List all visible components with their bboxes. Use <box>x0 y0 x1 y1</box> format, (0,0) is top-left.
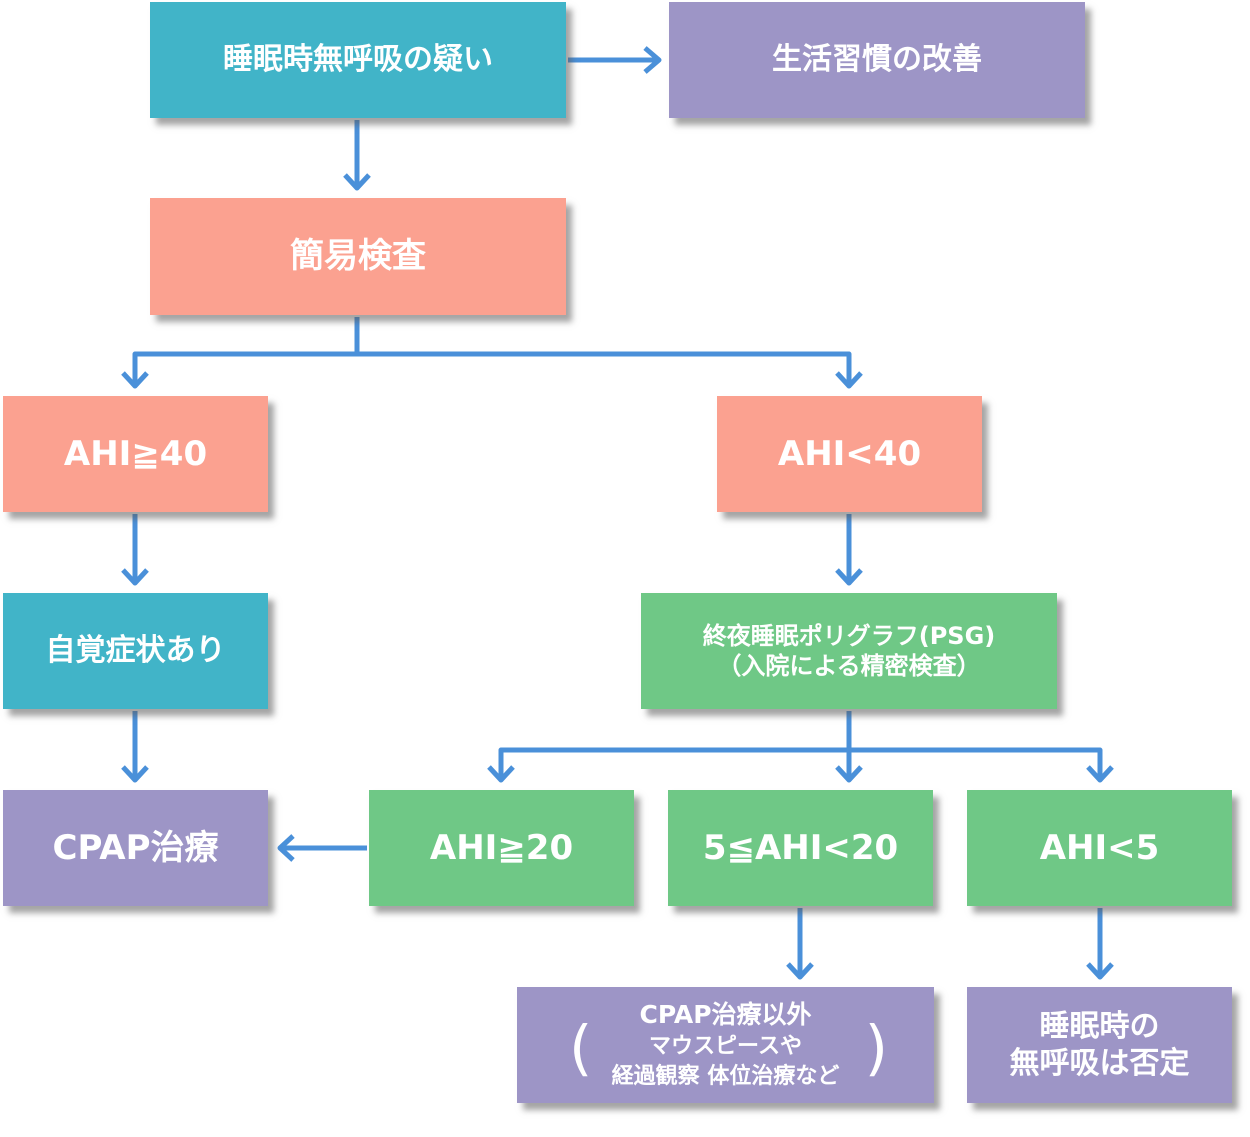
node-label: AHI≧20 <box>429 827 574 868</box>
node-apnea-denied: 睡眠時の 無呼吸は否定 <box>967 987 1232 1103</box>
node-label-line2: （入院による精密検査） <box>717 652 981 680</box>
arrow-5-20-to-other <box>786 908 814 980</box>
node-label: CPAP治療 <box>52 827 219 868</box>
node-label-line2: マウスピースや <box>649 1034 802 1060</box>
node-symptoms: 自覚症状あり <box>3 593 268 709</box>
node-other-treatment: ( CPAP治療以外 マウスピースや 経過観察 体位治療など ) <box>517 987 934 1103</box>
arrow-simple-branch <box>121 317 863 389</box>
node-label: AHI≧40 <box>63 433 208 474</box>
node-label: 5≦AHI<20 <box>702 827 899 868</box>
node-psg: 終夜睡眠ポリグラフ(PSG) （入院による精密検査） <box>641 593 1057 709</box>
arrow-symptoms-to-cpap <box>121 711 149 783</box>
arrow-lifestyle-head <box>643 46 662 74</box>
node-label: AHI<40 <box>777 433 922 474</box>
node-suspicion: 睡眠時無呼吸の疑い <box>150 2 566 118</box>
node-label-line2: 無呼吸は否定 <box>1009 1046 1190 1081</box>
node-cpap: CPAP治療 <box>3 790 268 906</box>
arrow-lt40-to-psg <box>835 514 863 586</box>
node-ahi-lt5: AHI<5 <box>967 790 1232 906</box>
node-label-line1: 睡眠時の <box>1039 1008 1160 1044</box>
node-ahi-ge20: AHI≧20 <box>369 790 634 906</box>
paren-close: ) <box>864 1013 888 1084</box>
node-lifestyle: 生活習慣の改善 <box>669 2 1085 118</box>
arrow-ge20-to-cpap <box>277 834 367 862</box>
node-label: 生活習慣の改善 <box>772 42 982 78</box>
arrow-psg-branch <box>487 711 1114 783</box>
node-label-line3: 経過観察 体位治療など <box>611 1063 840 1089</box>
node-label: AHI<5 <box>1039 827 1160 868</box>
arrow-suspicion-to-simple <box>343 120 371 191</box>
node-ahi-lt40: AHI<40 <box>717 396 982 512</box>
node-label: 睡眠時無呼吸の疑い <box>223 42 493 78</box>
node-label-line1: 終夜睡眠ポリグラフ(PSG) <box>702 622 996 650</box>
arrow-lt5-to-denied <box>1086 908 1114 980</box>
node-ahi-5-20: 5≦AHI<20 <box>668 790 933 906</box>
paren-open: ( <box>569 1013 593 1084</box>
node-label-line1: CPAP治療以外 <box>639 1000 812 1030</box>
node-ahi-ge40: AHI≧40 <box>3 396 268 512</box>
node-label: 自覚症状あり <box>45 633 226 669</box>
node-label: 簡易検査 <box>290 236 426 277</box>
arrow-ge40-to-symptoms <box>121 514 149 586</box>
node-simple-test: 簡易検査 <box>150 198 566 315</box>
